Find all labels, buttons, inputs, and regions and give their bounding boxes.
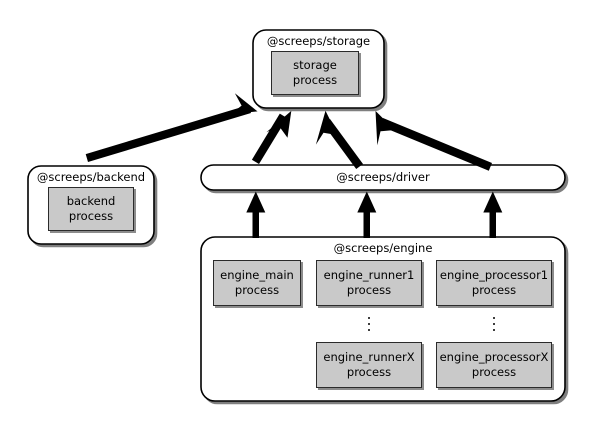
- arrow-driver-to-storage-right: [375, 110, 492, 171]
- arrow-engine-processor-to-driver: [483, 191, 503, 238]
- process-line1: engine_main: [220, 267, 294, 282]
- process-box-engine-runnerx: engine_runnerX process: [316, 342, 422, 388]
- arrow-engine-runner-to-driver: [357, 191, 377, 238]
- process-line2: process: [346, 283, 392, 297]
- process-box-engine-main: engine_main process: [213, 260, 301, 306]
- process-line1: backend: [66, 193, 116, 208]
- arrow-driver-to-storage-mid: [315, 110, 363, 169]
- arrow-backend-to-storage: [85, 93, 258, 162]
- process-box-storage: storage process: [271, 51, 359, 95]
- process-line2: process: [68, 209, 114, 223]
- process-line2: process: [292, 73, 338, 87]
- runner-ellipsis-icon: [363, 313, 375, 331]
- process-box-engine-runner1: engine_runner1 process: [316, 260, 422, 306]
- package-label-driver: @screeps/driver: [336, 170, 430, 184]
- package-label-storage: @screeps/storage: [266, 34, 371, 48]
- process-line1: engine_runnerX: [323, 349, 415, 364]
- process-line2: process: [471, 365, 517, 379]
- process-line1: engine_runner1: [323, 267, 415, 282]
- package-label-backend: @screeps/backend: [36, 170, 146, 184]
- arrow-driver-to-storage-left: [251, 110, 292, 164]
- package-driver-outline: [200, 164, 566, 191]
- arrow-engine-main-to-driver: [246, 191, 266, 238]
- process-line1: engine_processorX: [439, 349, 549, 364]
- process-box-backend: backend process: [48, 187, 134, 231]
- process-line1: engine_processor1: [439, 267, 549, 282]
- process-line2: process: [346, 365, 392, 379]
- package-label-engine: @screeps/engine: [333, 241, 433, 255]
- process-line2: process: [234, 283, 280, 297]
- processor-ellipsis-icon: [488, 313, 500, 331]
- process-box-engine-processor1: engine_processor1 process: [436, 260, 552, 306]
- process-box-engine-processorx: engine_processorX process: [436, 342, 552, 388]
- process-line1: storage: [293, 57, 337, 72]
- process-line2: process: [471, 283, 517, 297]
